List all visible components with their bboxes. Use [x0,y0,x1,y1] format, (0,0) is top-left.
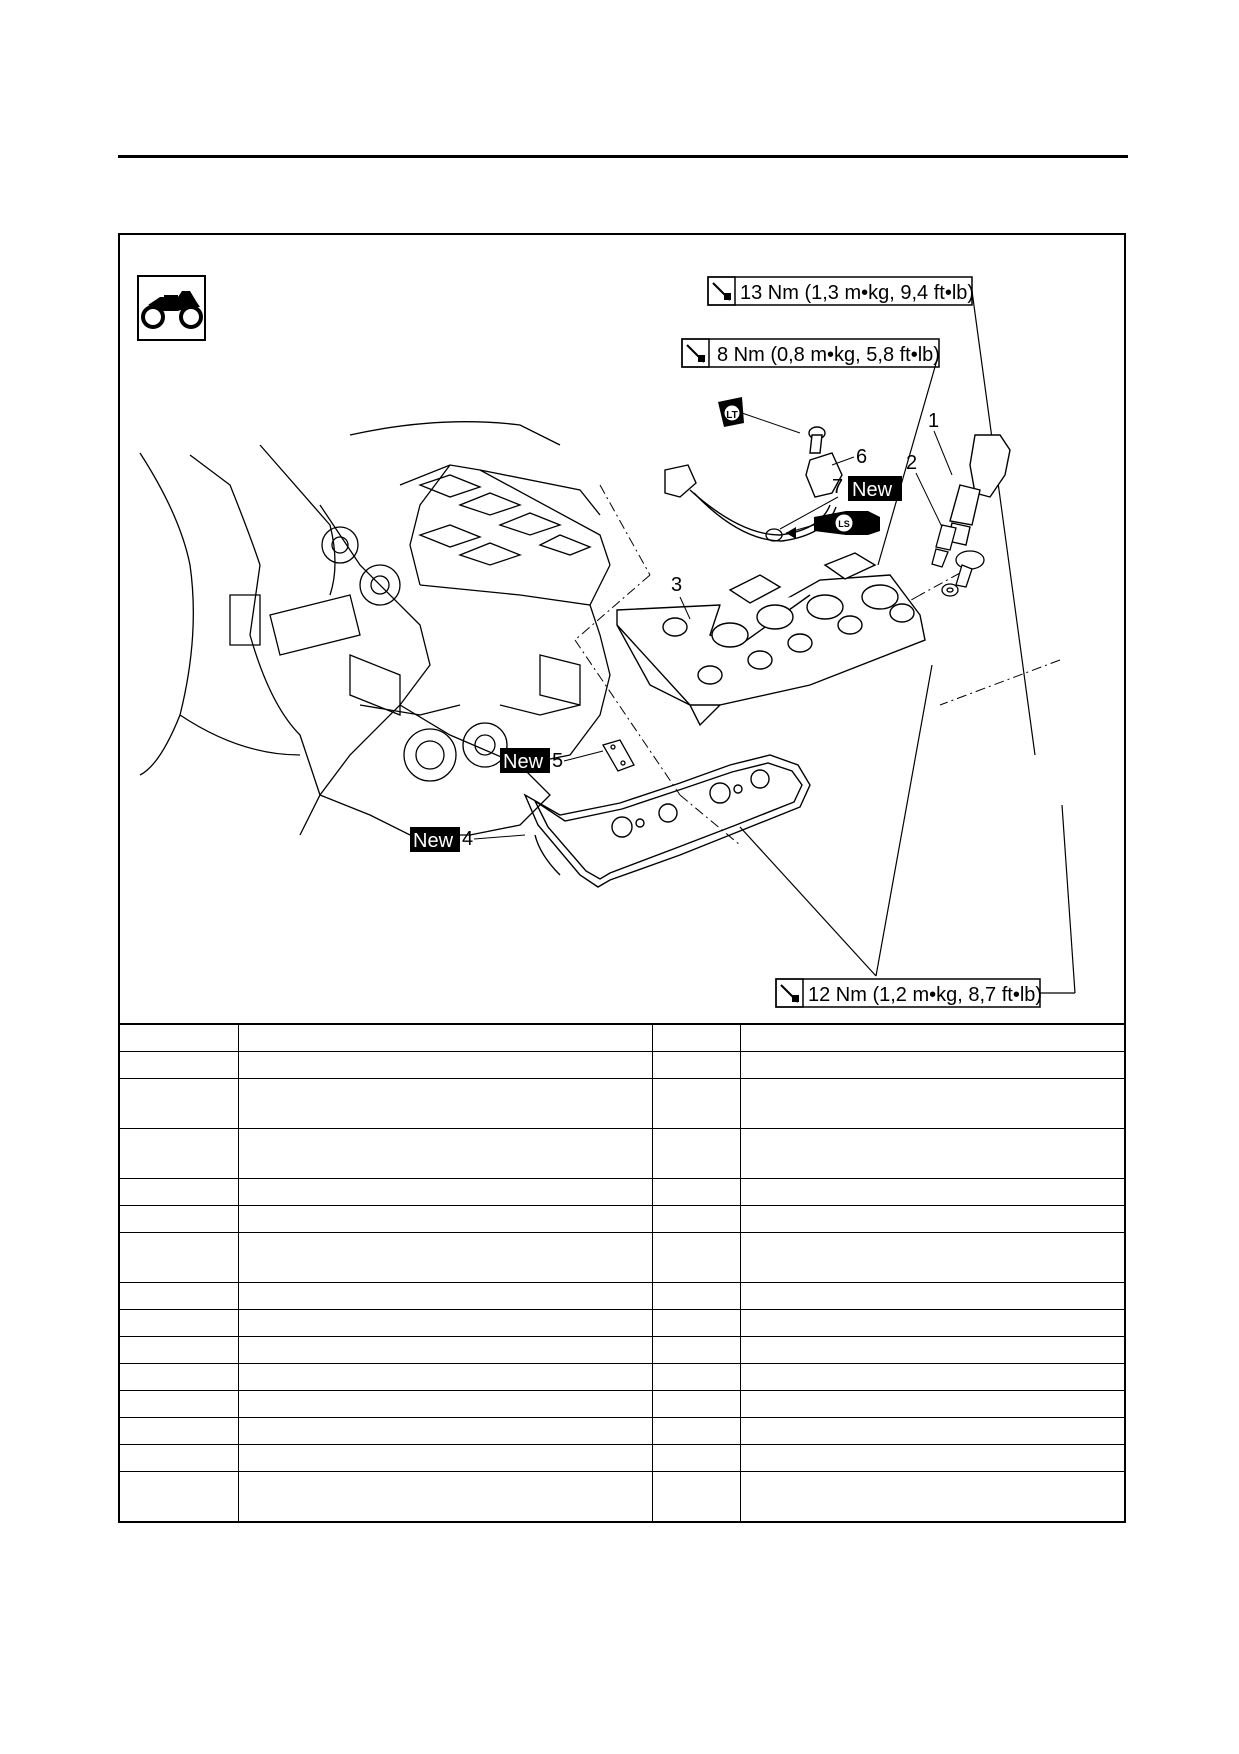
spark-plug [931,524,957,568]
table-row [120,1389,1124,1417]
svg-text:New: New [413,830,454,852]
callout-5: 5 [552,750,563,772]
torque-spec-8-box: 8 Nm (0,8 m•kg, 5,8 ft•lb) [681,338,940,368]
table-row [120,1127,1124,1178]
engine-block-illustration [139,421,611,836]
svg-text:New: New [503,751,544,773]
svg-text:New: New [852,479,893,501]
diagram-frame: 13 Nm (1,3 m•kg, 9,4 ft•lb) 8 Nm (0,8 m•… [118,233,1126,1523]
motorcycle-icon [137,275,206,341]
torque-wrench-icon [780,984,799,1003]
parts-table [120,1023,1124,1521]
table-row [120,1470,1124,1521]
parts-table-body [120,1023,1124,1521]
callout-2: 2 [906,452,917,474]
callout-3: 3 [671,574,682,596]
torque-spec-12: 12 Nm (1,2 m•kg, 8,7 ft•lb) [808,984,1042,1006]
table-row [120,1443,1124,1471]
cover-bolt [941,550,985,597]
table-row [120,1416,1124,1444]
table-row [120,1023,1124,1051]
seal-part-5 [602,739,635,772]
torque-spec-8: 8 Nm (0,8 m•kg, 5,8 ft•lb) [717,344,940,366]
callout-6: 6 [856,446,867,468]
cam-position-sensor [664,426,843,542]
lithium-soap-marker: LS [785,511,880,539]
exploded-diagram: 13 Nm (1,3 m•kg, 9,4 ft•lb) 8 Nm (0,8 m•… [120,235,1126,1023]
table-row [120,1308,1124,1336]
table-row [120,1177,1124,1205]
table-row [120,1231,1124,1282]
header-rule [118,155,1128,158]
new-tag-4: New [410,827,460,852]
callouts: 1 2 3 4 5 6 7 [462,410,953,850]
cylinder-head-cover [616,552,926,727]
table-row [120,1204,1124,1232]
cylinder-head-cover-gasket [523,754,811,888]
callout-7: 7 [832,476,843,498]
ignition-coil [947,434,1011,546]
table-row [120,1335,1124,1363]
torque-wrench-icon [712,282,731,301]
callout-4: 4 [462,828,473,850]
torque-spec-13: 13 Nm (1,3 m•kg, 9,4 ft•lb) [740,282,974,304]
lithium-soap-label: LS [838,519,850,529]
locktite-label: LT [726,410,737,421]
table-row [120,1077,1124,1128]
new-tag-5: New [500,748,550,773]
torque-spec-13-box: 13 Nm (1,3 m•kg, 9,4 ft•lb) [707,276,974,306]
locktite-marker: LT [718,397,801,434]
torque-spec-12-box: 12 Nm (1,2 m•kg, 8,7 ft•lb) [775,978,1042,1008]
torque-wrench-icon [686,344,705,363]
callout-1: 1 [928,410,939,432]
table-row [120,1281,1124,1309]
leader-lines [739,290,1076,994]
o-ring [765,528,783,542]
new-tag-7: New [848,476,902,501]
table-row [120,1362,1124,1390]
table-row [120,1050,1124,1078]
